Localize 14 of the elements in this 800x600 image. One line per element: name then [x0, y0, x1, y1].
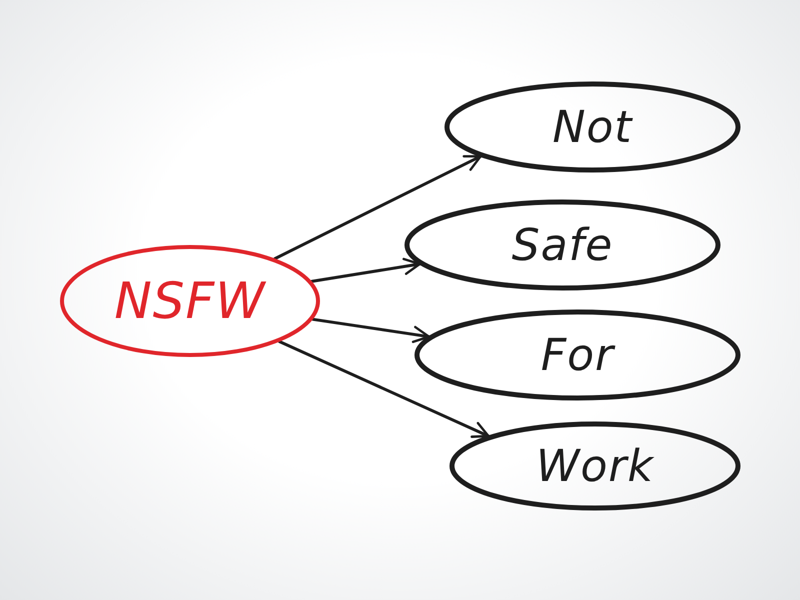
node-label: Not: [552, 102, 633, 152]
ellipse-node: [415, 310, 740, 400]
ellipse-node: [445, 82, 740, 172]
arrow: [311, 318, 430, 344]
highlight-ellipse: [60, 245, 320, 357]
node-label: Work: [536, 440, 654, 492]
ellipse-node: [405, 200, 720, 290]
node-label: NSFW: [114, 272, 266, 330]
arrow: [278, 340, 490, 438]
arrow: [310, 258, 422, 283]
arrow: [274, 154, 482, 260]
node-label: For: [540, 330, 614, 380]
ellipse-node: [450, 422, 740, 510]
node-label: Safe: [512, 220, 614, 270]
